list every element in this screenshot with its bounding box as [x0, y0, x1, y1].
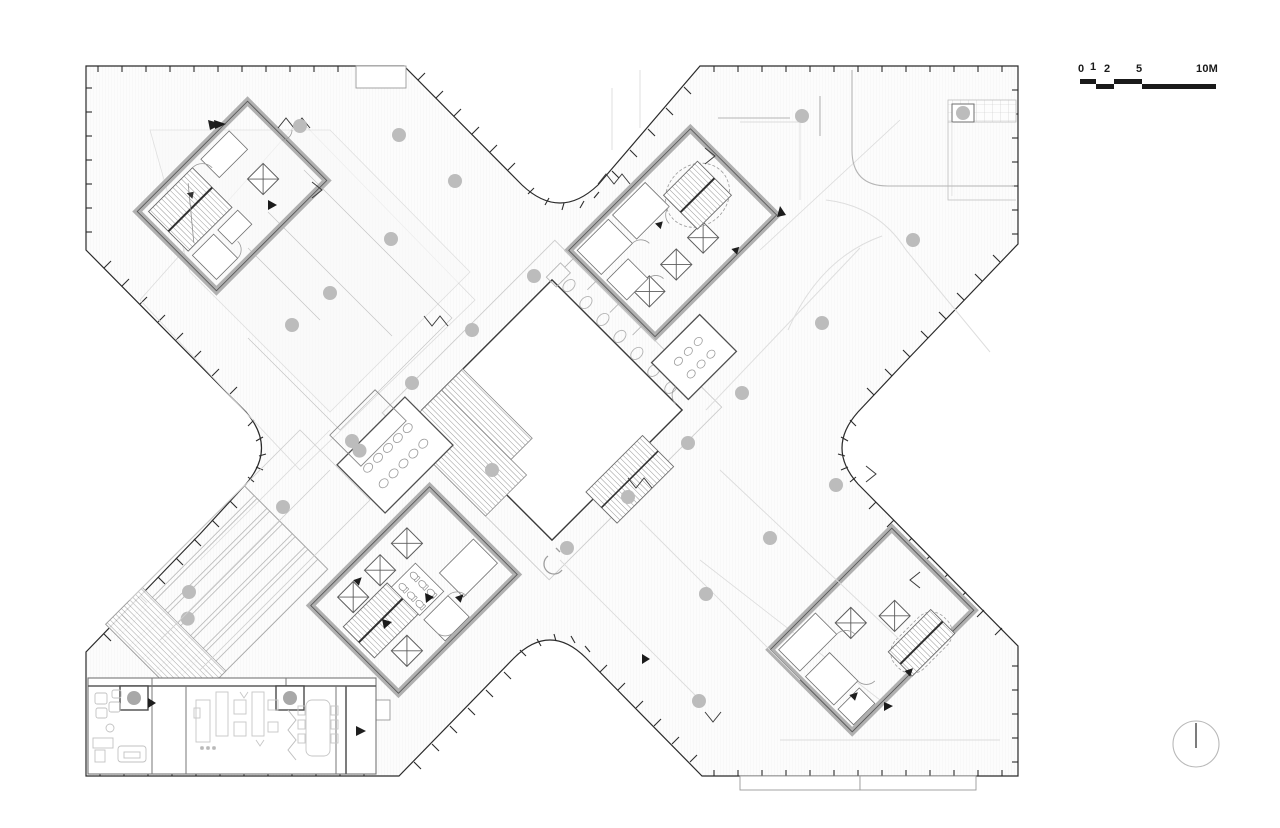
stair-nw: [147, 167, 233, 252]
core-ne: [563, 123, 782, 342]
scale-tick-0: 0: [1078, 63, 1084, 75]
lounge-furniture: [92, 689, 147, 763]
room-lobby-west: [329, 389, 407, 467]
room-pantry-west: [336, 396, 454, 514]
north-arrow: [1172, 720, 1220, 768]
east-wing-partitions: [718, 70, 1014, 187]
north-arrow-circle: [1172, 720, 1220, 768]
scale-tick-1: 1: [1090, 61, 1096, 73]
atrium-louvres: [400, 368, 533, 517]
scale-tick-2: 2: [1104, 63, 1110, 75]
sw-wing-plate: [129, 429, 371, 671]
core-sw: [305, 481, 523, 699]
ground-furnished-strip: [87, 677, 377, 775]
east-wing-curve-lines: [705, 199, 991, 411]
central-atrium: [381, 239, 723, 581]
core-nw: [132, 96, 332, 296]
room-pantry-east: [650, 313, 738, 404]
scale-tick-5: 5: [1136, 63, 1142, 75]
se-wing-edge-wall: [543, 547, 563, 575]
stair-se: [887, 608, 956, 677]
atrium-stair: [585, 434, 675, 524]
stair-ne: [662, 160, 733, 230]
workstations: [193, 691, 279, 751]
scale-tick-10m: 10M: [1196, 63, 1218, 75]
scale-bar-bars: [1080, 79, 1216, 89]
meeting-table: [297, 699, 339, 757]
door-arrow-markers: [214, 120, 893, 711]
zigzag-partition: [287, 709, 297, 761]
east-terrace-grid: [947, 99, 1017, 201]
toilets-sw: [390, 562, 445, 617]
core-se: [765, 523, 979, 737]
se-wing-lines: [559, 469, 1000, 741]
atrium-seating: [545, 256, 678, 394]
scale-bar: 0 1 2 5 10M: [1078, 61, 1218, 89]
